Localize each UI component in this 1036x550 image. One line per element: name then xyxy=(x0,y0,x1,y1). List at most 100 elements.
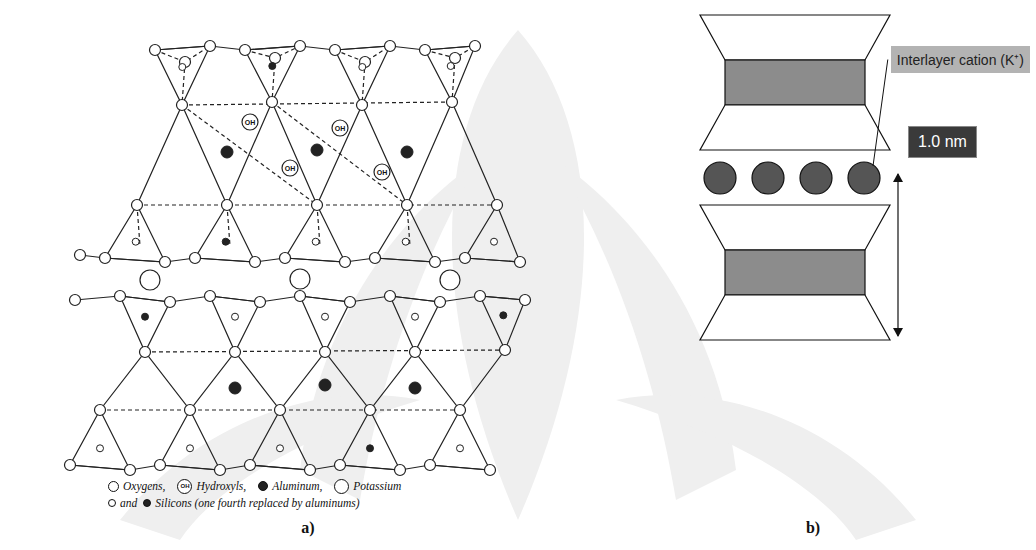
oxygen-atom xyxy=(395,465,406,476)
oxygen-atom xyxy=(470,41,481,52)
hydroxyl-swatch: OH xyxy=(177,479,192,494)
atoms xyxy=(65,41,531,476)
oxygen-atom xyxy=(205,41,216,52)
oxygen-atom xyxy=(165,297,176,308)
oxygen-atom xyxy=(70,295,81,306)
potassium-swatch xyxy=(334,479,349,494)
legend-text: Hydroxyls, xyxy=(196,480,246,492)
oxygen-atom xyxy=(280,253,291,264)
silicon-atom xyxy=(269,63,276,70)
oxygen-atom xyxy=(520,295,531,306)
silicon-atom xyxy=(142,313,149,320)
mica-structure xyxy=(70,46,525,470)
oxygen-atom xyxy=(330,45,341,56)
silicon-atom xyxy=(359,64,366,71)
oxygen-atom xyxy=(455,405,466,416)
oxygen-atom xyxy=(460,253,471,264)
oxygen-atom xyxy=(160,257,171,268)
hydroxyl-symbol: OH xyxy=(245,119,256,126)
legend-text: Oxygens, xyxy=(123,480,165,492)
oxygen-atom xyxy=(190,253,201,264)
oxygen-atom xyxy=(295,41,306,52)
oxygen-atom xyxy=(267,97,278,108)
box-text: Interlayer cation (K⁺) xyxy=(897,50,1024,69)
oxygen-atom xyxy=(492,200,503,211)
oxygen-atom xyxy=(402,200,413,211)
oxygen-atom xyxy=(100,253,111,264)
legend-text: Potassium xyxy=(353,480,401,492)
silicon-atom xyxy=(187,445,194,452)
oxygen-atom xyxy=(275,405,286,416)
silicon-atom xyxy=(132,238,139,245)
oxygen-atom xyxy=(245,460,256,471)
silicon-atom xyxy=(222,238,229,245)
oxygen-atom xyxy=(485,465,496,476)
oxygen-atom xyxy=(312,200,323,211)
oxygen-atom xyxy=(385,291,396,302)
hydroxyl-symbol: OH xyxy=(285,165,296,172)
potassium-atoms xyxy=(140,269,460,290)
silicon-atom xyxy=(232,313,239,320)
legend-row: Oxygens, OH Hydroxyls, Aluminum, Potassium xyxy=(108,478,409,494)
substituted-silicon-swatch xyxy=(143,499,151,507)
legend: Oxygens,OHHydroxyls,Aluminum,Potassiuman… xyxy=(108,478,409,512)
oxygen-atom xyxy=(155,460,166,471)
oxygen-atom xyxy=(370,253,381,264)
oxygen-atom xyxy=(215,465,226,476)
legend-text: Silicons (one fourth replaced by aluminu… xyxy=(155,497,359,509)
oxygen-atom xyxy=(305,465,316,476)
hydroxyl-atoms xyxy=(242,114,390,180)
oxygen-atom xyxy=(447,97,458,108)
hydroxyl-symbol: OH xyxy=(377,169,388,176)
oxygen-atom xyxy=(65,460,76,471)
silicon-atom xyxy=(402,238,409,245)
hydroxyl-symbol: OH xyxy=(180,483,189,489)
oxygen-atom xyxy=(345,297,356,308)
leader-line xyxy=(873,60,888,167)
oxygen-atom xyxy=(385,41,396,52)
silicon-atom xyxy=(367,445,374,452)
hydroxyl-symbol: OH xyxy=(335,125,346,132)
layer-schematic xyxy=(700,15,898,340)
panel-label: b) xyxy=(806,519,820,537)
legend-text: Aluminum, xyxy=(272,480,322,492)
oxygen-atom xyxy=(95,405,106,416)
oxygen-atom xyxy=(335,460,346,471)
silicon-atom xyxy=(322,313,329,320)
aluminum-atoms xyxy=(221,144,421,394)
oxygen-atom xyxy=(185,405,196,416)
spacing-box: 1.0 nm xyxy=(908,126,977,158)
silicon-atom xyxy=(412,313,419,320)
oxygen-atom xyxy=(132,200,143,211)
oxygen-atom xyxy=(205,291,216,302)
oxygen-atom xyxy=(425,460,436,471)
oxygen-atom xyxy=(475,291,486,302)
oxygen-atom xyxy=(75,250,86,261)
watermark xyxy=(120,30,916,540)
oxygen-atom xyxy=(125,465,136,476)
oxygen-atom xyxy=(515,257,526,268)
oxygen-atom xyxy=(222,200,233,211)
oxygen-atom xyxy=(420,45,431,56)
aluminum-swatch xyxy=(258,481,268,491)
oxygen-atom xyxy=(410,347,421,358)
oxygen-atom xyxy=(450,53,461,64)
silicon-atom xyxy=(500,312,507,319)
silicon-atom xyxy=(491,238,498,245)
oxygen-atom xyxy=(430,257,441,268)
oxygen-atom xyxy=(320,347,331,358)
oxygen-atom xyxy=(357,100,368,111)
oxygen-atom xyxy=(270,53,281,64)
silicon-swatch xyxy=(108,499,116,507)
oxygen-atom xyxy=(150,45,161,56)
oxygen-atom xyxy=(250,257,261,268)
oxygen-atom xyxy=(365,405,376,416)
oxygen-atom xyxy=(240,45,251,56)
oxygen-atom xyxy=(177,100,188,111)
oxygen-atom xyxy=(435,297,446,308)
oxygen-atom xyxy=(230,347,241,358)
oxygen-atom xyxy=(115,291,126,302)
box-text: 1.0 nm xyxy=(918,133,967,151)
